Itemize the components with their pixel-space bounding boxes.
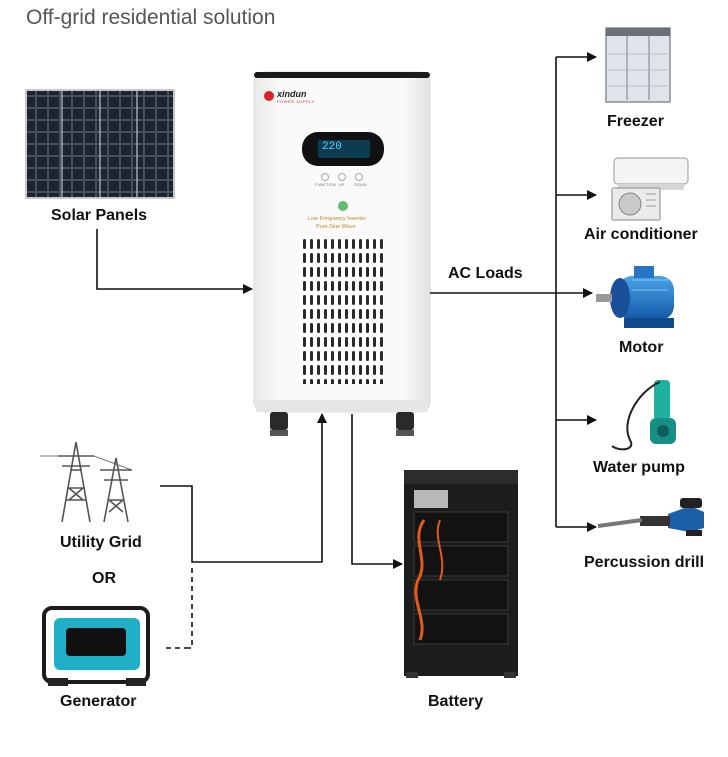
or-label: OR [92,570,116,587]
freezer-icon [605,27,671,103]
percussion-drill-icon [597,498,704,536]
diagram-title: Off-grid residential solution [26,6,276,29]
inverter-button-down: DOWN [354,182,367,187]
inverter-icon [253,71,431,436]
inverter-model-line2: Pure Sine Wave [316,224,356,230]
generator-dashed-line [186,564,193,649]
inverter-lcd-value: 220 [322,141,342,153]
ac-loads-label: AC Loads [448,265,523,282]
motor-icon [596,266,674,328]
load-label-motor: Motor [619,339,664,356]
air-conditioner-icon [611,157,689,221]
inverter-button-up: UP [339,182,345,187]
load-label-freezer: Freezer [607,113,664,130]
solar-to-inverter-arrow [96,229,253,294]
inverter-brand-tagline: POWER SUPPLY [277,99,315,104]
battery-arrow [351,414,403,569]
connector-lines [96,52,597,649]
battery-label: Battery [428,693,484,710]
load-label-air-conditioner: Air conditioner [584,226,698,243]
solar-panels-label: Solar Panels [51,207,148,224]
inverter-model-line1: Low Frequency Inverter [308,216,366,222]
utility-grid-label: Utility Grid [60,534,142,551]
generator-icon [42,606,150,686]
solar-panel-icon [25,89,175,199]
battery-cabinet-icon [404,470,518,678]
generator-label: Generator [60,693,137,710]
inverter-brand: xindun [277,89,307,99]
grid-to-inverter-arrow [160,413,327,563]
inverter-button-function: FUNCTION [315,182,336,187]
water-pump-icon [611,380,676,451]
load-label-water-pump: Water pump [593,459,685,476]
power-tower-icon [40,441,133,523]
load-label-percussion-drill: Percussion drill [584,554,705,571]
